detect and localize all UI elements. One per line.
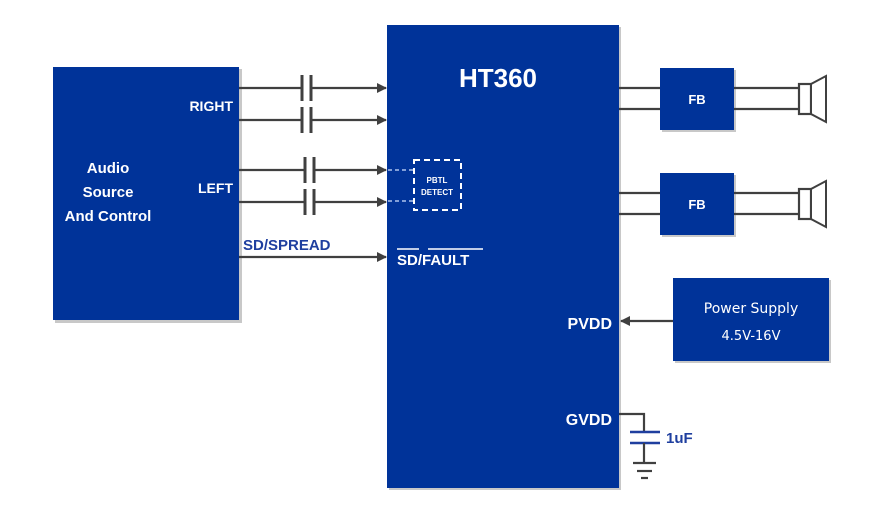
sd-fault-part1: SD [397,252,418,269]
sd-fault-sep: / [418,252,423,269]
gvdd-cap-value: 1uF [666,430,693,447]
svg-text:SD/FAULT: SD/FAULT [397,252,469,269]
pvdd-pin-label: PVDD [568,316,612,333]
left-channel-label: LEFT [198,180,233,196]
power-supply-range: 4.5V-16V [722,329,781,344]
output-channel-2: FB [619,173,827,237]
filter-label: FB [688,92,705,107]
ground-icon [633,461,656,480]
filter-label: FB [688,197,705,212]
pbtl-detect-block: PBTL DETECT [413,159,462,211]
output-channel-1: FB [619,68,827,132]
sd-spread-label: SD/SPREAD [243,237,331,254]
ferrite-bead-filter [660,68,734,130]
sd-fault-part2: FAULT [422,252,469,269]
pbtl-line-2: DETECT [421,188,453,197]
speaker-icon [797,74,827,124]
power-supply-block: Power Supply 4.5V-16V [673,278,831,363]
chip-name: HT360 [459,63,537,93]
right-channel-wires [239,75,387,133]
gvdd-decoupling: 1uF [619,412,693,480]
right-channel-label: RIGHT [189,98,233,114]
source-line-1: Audio [87,160,130,177]
source-line-2: Source [83,184,134,201]
left-channel-wires [239,157,387,215]
gvdd-pin-label: GVDD [566,412,612,429]
ht360-chip: HT360 PBTL DETECT SD/FAULT PVDD GVDD [387,25,621,490]
sd-fault-pin-label: SD/FAULT [397,248,483,269]
ferrite-bead-filter [660,173,734,235]
source-line-3: And Control [65,208,152,225]
power-supply-title: Power Supply [704,301,799,317]
pbtl-line-1: PBTL [427,176,448,185]
sd-spread-signal: SD/SPREAD [239,237,387,262]
speaker-icon [797,179,827,229]
audio-source-block: Audio Source And Control RIGHT LEFT [53,67,242,323]
